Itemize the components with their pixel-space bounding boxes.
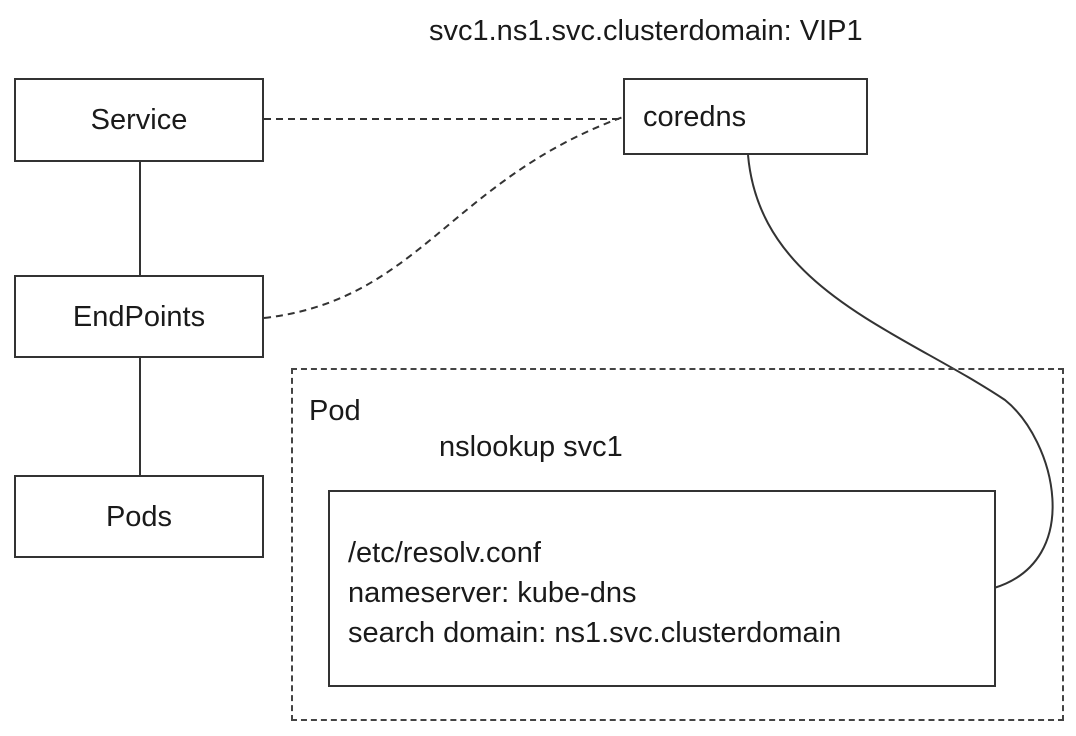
resolv-conf-search-domain: search domain: ns1.svc.clusterdomain xyxy=(348,617,842,649)
resolv-conf-path: /etc/resolv.conf xyxy=(348,537,541,569)
dns-record-label: svc1.ns1.svc.clusterdomain: VIP1 xyxy=(429,15,863,47)
coredns-node: coredns xyxy=(623,78,868,155)
pods-node-label: Pods xyxy=(105,500,173,533)
endpoints-coredns-dashed-connector xyxy=(263,116,624,319)
coredns-resolv-connector xyxy=(747,154,1054,589)
pods-node: Pods xyxy=(14,475,264,558)
coredns-node-label: coredns xyxy=(643,100,747,133)
service-node: Service xyxy=(14,78,264,162)
endpoints-node-label: EndPoints xyxy=(72,300,206,333)
pod-container: Pod nslookup svc1 /etc/resolv.conf names… xyxy=(291,368,1064,721)
service-node-label: Service xyxy=(90,104,188,136)
nslookup-command: nslookup svc1 xyxy=(439,431,623,463)
pod-container-label: Pod xyxy=(309,395,361,427)
resolv-conf-box: /etc/resolv.conf nameserver: kube-dns se… xyxy=(328,490,996,687)
endpoints-node: EndPoints xyxy=(14,275,264,358)
resolv-conf-nameserver: nameserver: kube-dns xyxy=(348,577,637,609)
